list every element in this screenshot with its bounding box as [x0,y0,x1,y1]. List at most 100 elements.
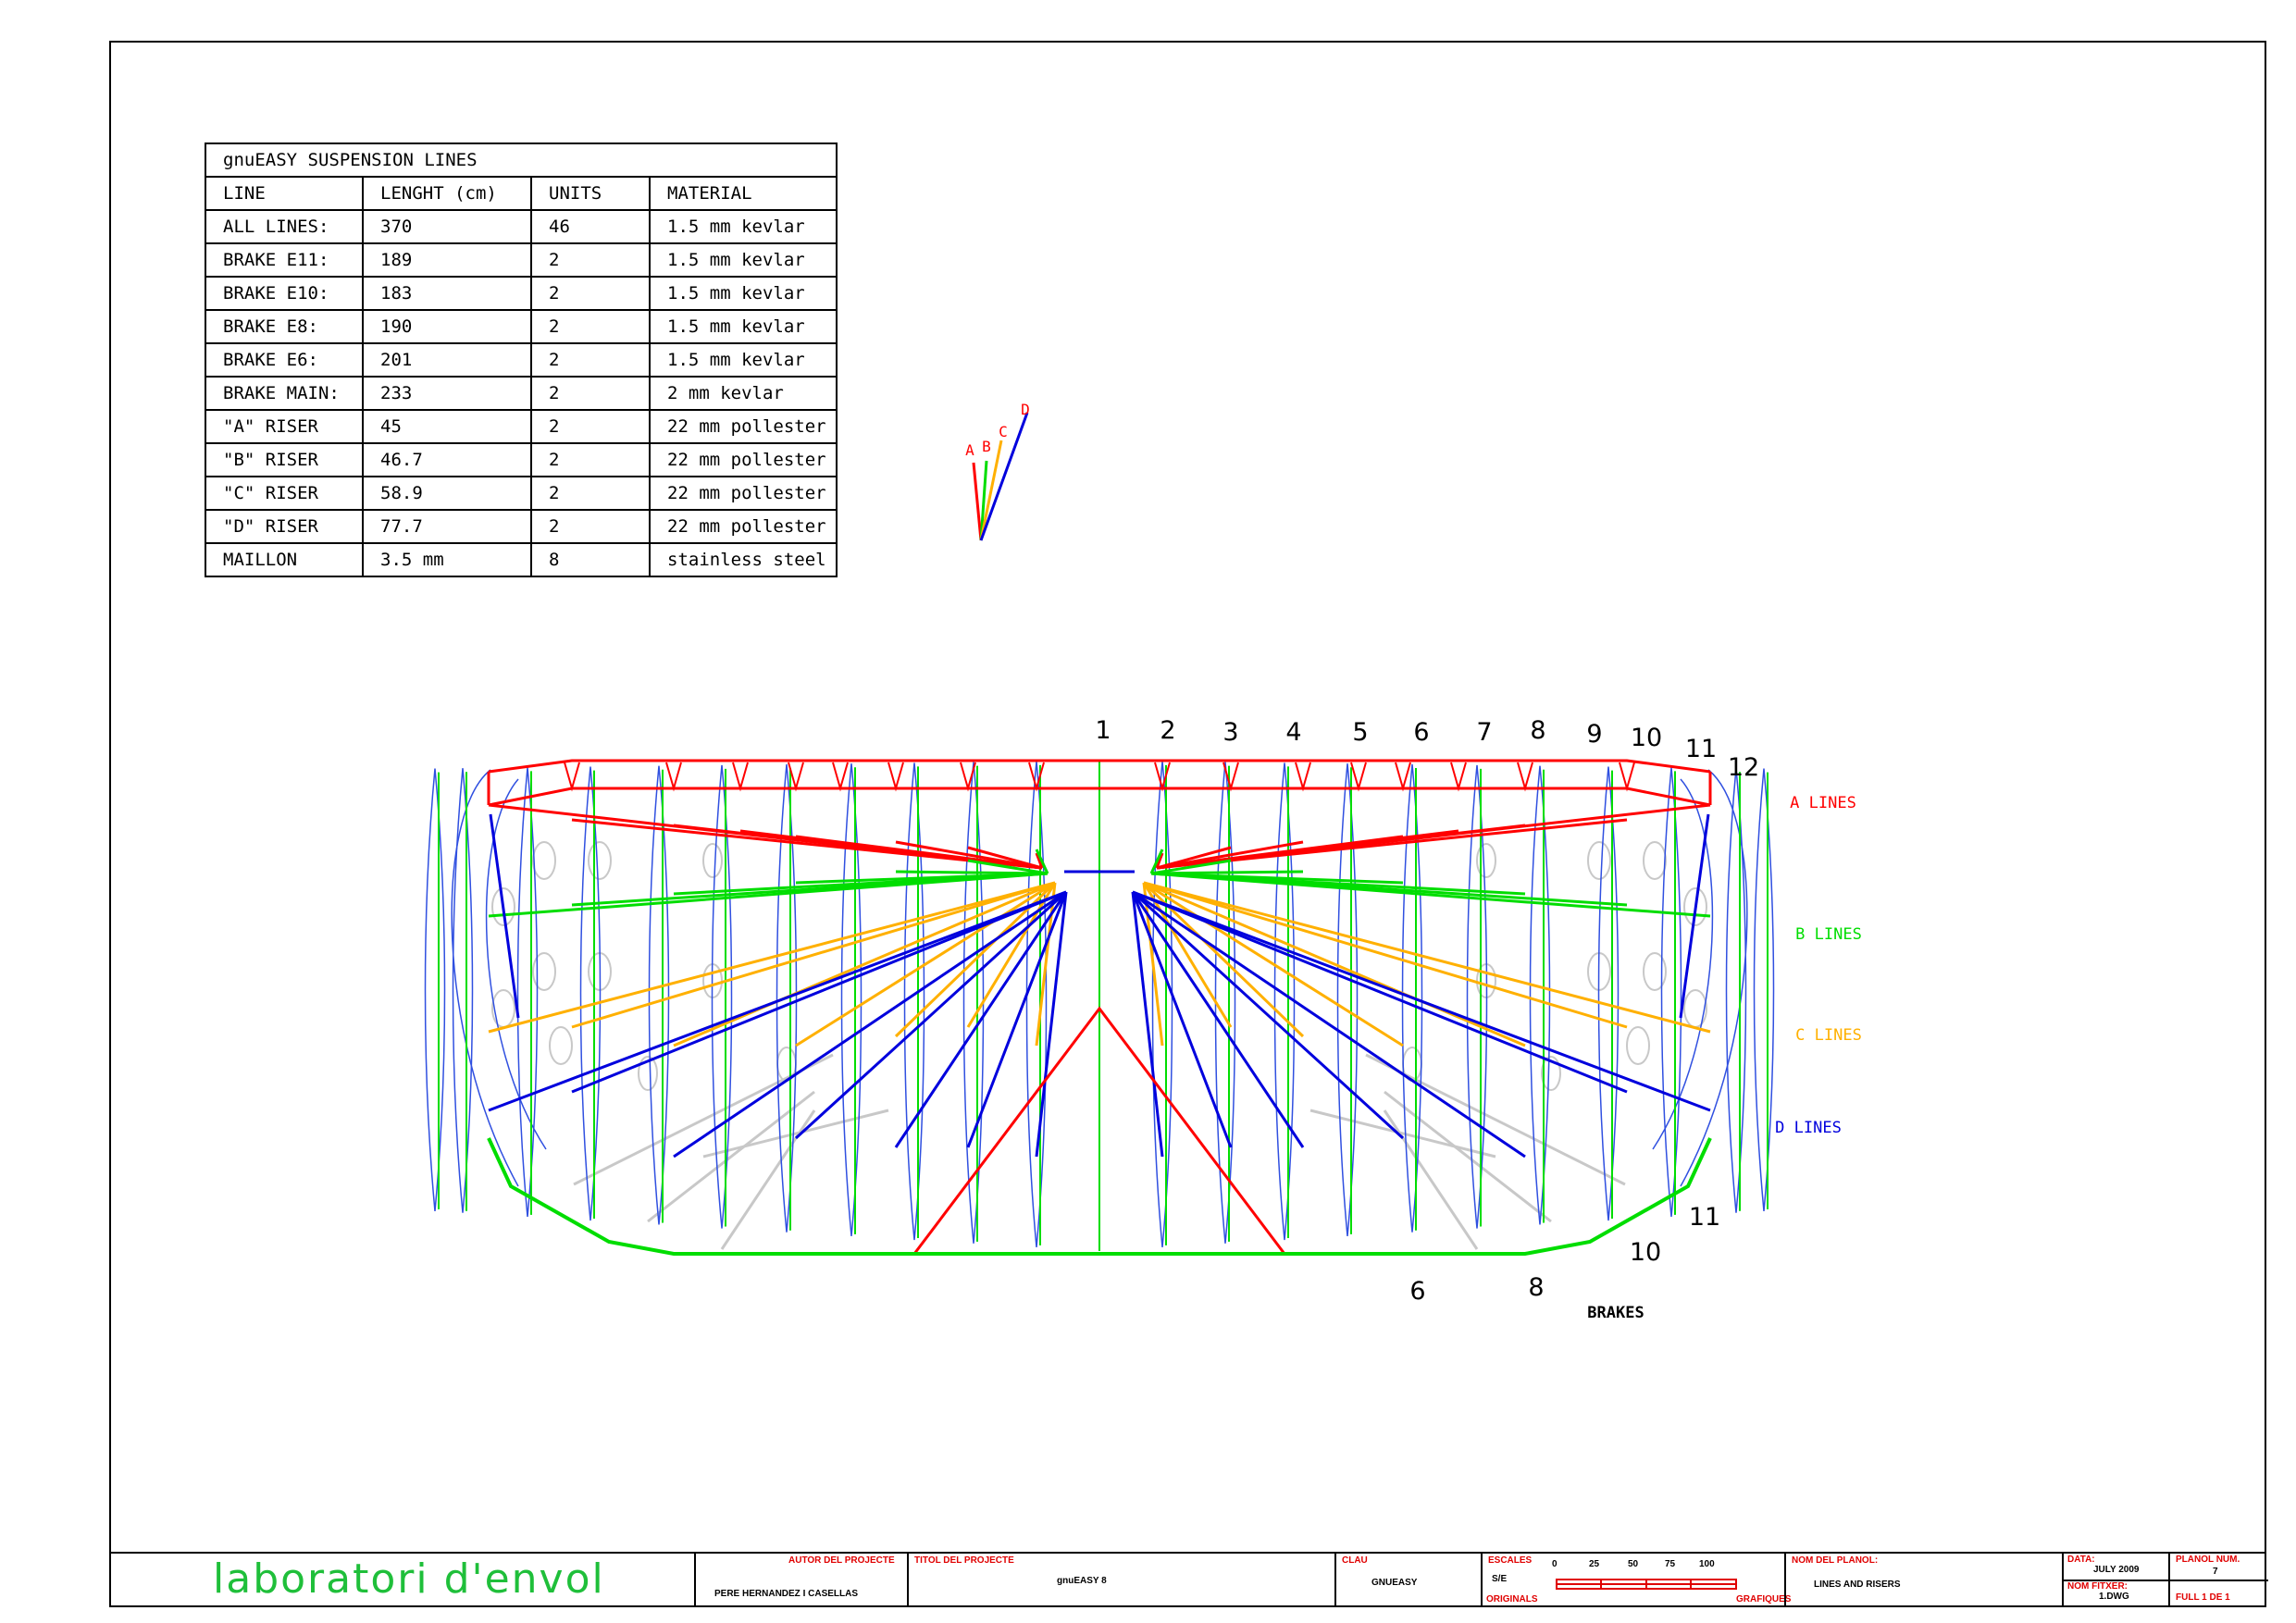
a-attachment-v [1450,762,1467,792]
planol-divider [2170,1580,2268,1581]
units-cell: 2 [530,309,651,344]
left-tip-curve [451,769,519,1187]
planol-cell: PLANOL NUM. 7 FULL 1 DE 1 [2168,1552,2268,1607]
material-cell: 1.5 mm kevlar [649,242,838,278]
c-line [488,881,1056,1034]
grey-cascade-line [702,1109,889,1158]
vertical-lines [438,761,1769,1251]
nom-planol-value: LINES AND RISERS [1814,1580,1901,1590]
escales-cell: ESCALES S/E ORIGINALS GRAFIQUES 0 25 50 … [1481,1552,1791,1607]
title-block: laboratori d'envol AUTOR DEL PROJECTE PE… [109,1552,2268,1607]
d-tip-line [1679,813,1710,1019]
a-attachment-v [832,762,849,792]
d-line [966,891,1068,1148]
a-attachment-v [1350,762,1367,792]
rib-outline [452,768,474,1213]
clau-cell: CLAU GNUEASY [1334,1552,1481,1607]
length-cell: 370 [362,209,532,244]
a-attachment-v [960,762,976,792]
units-cell: 2 [530,476,651,511]
a-attachment-v [1517,762,1533,792]
a-leading-edge-bottom [488,787,1711,807]
suspension-lines [488,803,1711,1255]
units-cell: 2 [530,442,651,477]
rib-outline [1597,766,1620,1221]
length-cell: 3.5 mm [362,542,532,577]
fitxer-value: 1.DWG [2099,1592,2129,1602]
c-line [1143,881,1404,1047]
scale-tick-100: 100 [1699,1559,1715,1569]
rib-outline [1660,767,1682,1217]
brake-number: 10 [1630,1238,1661,1267]
trailing-edge [487,1137,1712,1256]
b-line [1150,859,1232,875]
material-cell: 2 mm kevlar [649,376,838,411]
suspension-lines-table: gnuEASY SUSPENSION LINES LINE LENGHT (cm… [205,142,838,577]
header-length: LENGHT (cm) [362,176,532,211]
units-cell: 46 [530,209,651,244]
nom-planol-label: NOM DEL PLANOL: [1792,1555,1879,1566]
length-cell: 45 [362,409,532,444]
line-name-cell: "A" RISER [205,409,364,444]
graphic-scale-bar [1556,1579,1737,1590]
material-cell: 1.5 mm kevlar [649,209,838,244]
scale-tick-50: 50 [1628,1559,1639,1569]
d-line [1132,890,1526,1158]
d-line [1131,891,1305,1148]
clau-value: GNUEASY [1371,1578,1418,1588]
rib-outline [579,766,602,1221]
a-line [967,846,1043,870]
units-cell: 2 [530,276,651,311]
brakes-label: BRAKES [1587,1304,1644,1322]
riser-c-line [979,440,1003,541]
originals-label: ORIGINALS [1486,1594,1538,1604]
legend-c-lines: C LINES [1795,1026,1862,1045]
full-label: FULL 1 DE 1 [2176,1592,2230,1603]
d-line [1131,891,1164,1158]
riser-a-line [972,462,983,541]
brand-logo-text: laboratori d'envol [213,1555,605,1603]
units-cell: 2 [530,242,651,278]
rib-number: 7 [1476,718,1492,747]
length-cell: 77.7 [362,509,532,544]
d-line [1132,890,1628,1094]
rib-outline [903,762,925,1241]
table-title-row: gnuEASY SUSPENSION LINES [205,142,838,178]
rib-number: 3 [1222,718,1238,747]
scale-tick-75: 75 [1665,1559,1676,1569]
material-cell: 1.5 mm kevlar [649,309,838,344]
c-line [673,881,1056,1047]
header-material: MATERIAL [649,176,838,211]
rib-number: 12 [1728,753,1759,782]
length-cell: 189 [362,242,532,278]
riser-label-c: C [999,423,1008,440]
rib-outline [1753,768,1775,1211]
units-cell: 2 [530,376,651,411]
material-cell: 1.5 mm kevlar [649,276,838,311]
vent-hole [1541,1056,1561,1091]
d-line [1131,891,1233,1148]
d-line [571,890,1067,1094]
header-line: LINE [205,176,364,211]
line-name-cell: "B" RISER [205,442,364,477]
c-line [1035,882,1057,1047]
b-line [1035,849,1049,874]
line-name-cell: BRAKE MAIN: [205,376,364,411]
line-name-cell: BRAKE E6: [205,342,364,378]
rib-number: 5 [1352,718,1368,747]
rib-outline [840,763,863,1236]
rib-outline [1025,761,1048,1247]
a-attachment-v [732,762,749,792]
legend-a-lines: A LINES [1790,794,1856,812]
length-cell: 233 [362,376,532,411]
titol-label: TITOL DEL PROJECTE [914,1555,1014,1566]
vent-hole [1643,841,1667,880]
material-cell: 22 mm pollester [649,509,838,544]
length-cell: 58.9 [362,476,532,511]
rib-outline [1214,762,1236,1244]
